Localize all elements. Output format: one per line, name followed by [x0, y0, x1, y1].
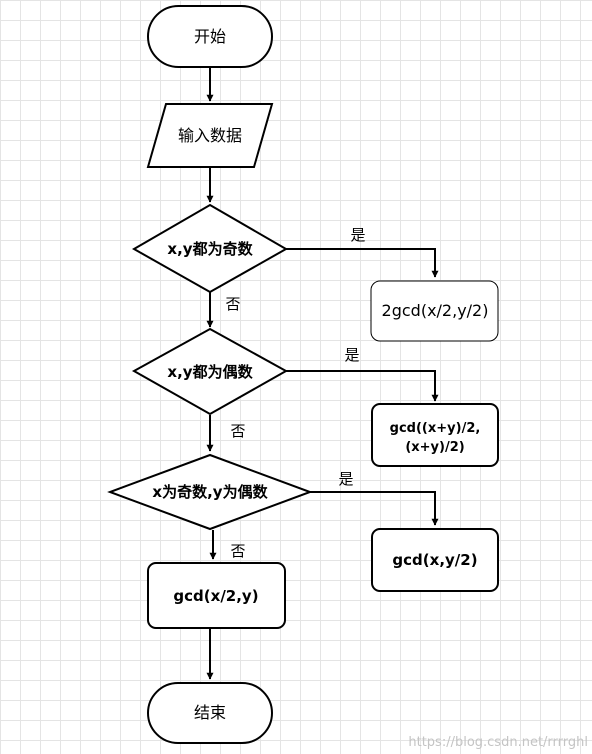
result-even-box [371, 403, 499, 467]
edge-label-no-2: 否 [230, 422, 245, 440]
edge-label-yes-2: 是 [344, 346, 359, 364]
result-mixed-label: gcd(x,y/2) [392, 551, 477, 569]
end-terminal [147, 682, 273, 744]
result-mixed-box [371, 528, 499, 592]
watermark: https://blog.csdn.net/rrrrghl [408, 735, 588, 750]
start-terminal [147, 5, 273, 68]
edge-label-yes-1: 是 [350, 226, 365, 244]
result-even-label-line1: gcd((x+y)/2, [390, 421, 481, 436]
decision-mixed [107, 453, 313, 531]
decision-mixed-label: x为奇数,y为偶数 [152, 483, 268, 501]
start-label: 开始 [194, 27, 226, 46]
edge-cond-mixed-yes [310, 491, 439, 526]
decision-even [131, 327, 289, 416]
end-label: 结束 [194, 703, 226, 722]
decision-odd [131, 203, 289, 294]
decision-odd-label: x,y都为奇数 [167, 240, 253, 258]
edge-label-yes-3: 是 [338, 470, 353, 488]
input-parallelogram [146, 103, 274, 168]
edge-label-no-3: 否 [230, 542, 245, 560]
result-odd-box [370, 280, 499, 342]
result-default-box [147, 562, 286, 629]
result-default-label: gcd(x/2,y) [173, 587, 258, 605]
edge-cond-even-yes [286, 370, 439, 402]
edge-label-no-1: 否 [225, 295, 240, 313]
input-label: 输入数据 [178, 126, 242, 145]
result-even-label-line2: (x+y)/2) [405, 440, 464, 455]
result-odd-label: 2gcd(x/2,y/2) [382, 301, 489, 320]
edge-cond-odd-yes [286, 248, 439, 278]
decision-even-label: x,y都为偶数 [167, 363, 253, 381]
